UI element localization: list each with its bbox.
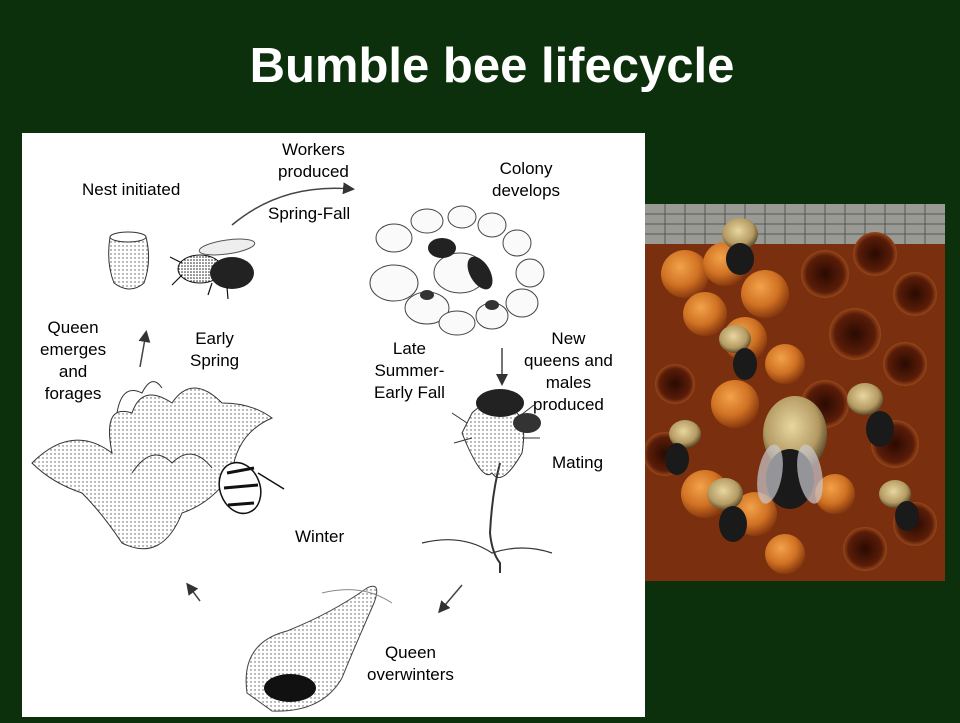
- label-nest-initiated: Nest initiated: [82, 179, 180, 201]
- label-colony-develops: Colony develops: [492, 158, 560, 202]
- arrow-to-spring: [188, 585, 200, 601]
- label-early-spring: Early Spring: [190, 328, 239, 372]
- arrow-to-emerge: [140, 333, 146, 367]
- label-mating: Mating: [552, 452, 603, 474]
- label-new-queens: New queens and males produced: [524, 328, 613, 416]
- label-queen-emerges: Queen emerges and forages: [40, 317, 106, 405]
- honey-pot-drawing: [109, 232, 149, 289]
- label-queen-overwinters: Queen overwinters: [367, 642, 454, 686]
- slide-title: Bumble bee lifecycle: [0, 38, 960, 94]
- colony-comb-drawing: [370, 206, 544, 335]
- queen-bee-drawing: [170, 236, 256, 299]
- label-winter: Winter: [295, 526, 344, 548]
- arrow-to-overwinter: [440, 585, 462, 611]
- lifecycle-diagram: Nest initiated Workers produced Spring-F…: [22, 133, 645, 717]
- label-workers-produced: Workers produced: [278, 139, 349, 183]
- label-spring-fall: Spring-Fall: [268, 203, 350, 225]
- spring-plant-drawing: [32, 382, 284, 549]
- thistle-drawing: [422, 389, 552, 573]
- label-late-summer: Late Summer- Early Fall: [374, 338, 445, 404]
- bumble-bee-colony-photo: [645, 204, 945, 581]
